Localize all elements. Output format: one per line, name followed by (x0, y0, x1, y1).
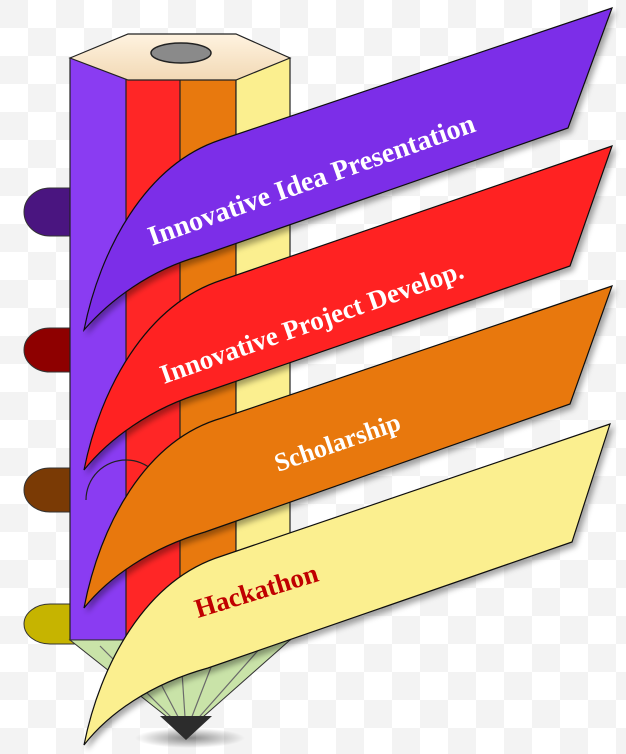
banner-scholarship: Scholarship (83, 285, 613, 609)
pencil-tip-lead (160, 716, 212, 740)
pencil-top (68, 33, 292, 81)
banner-shape-4 (83, 423, 611, 746)
banner-shape-2 (83, 145, 613, 471)
side-tab-4 (23, 603, 77, 645)
side-tab-3 (23, 467, 77, 513)
banner-shape-1 (82, 7, 613, 333)
pencil-top-lead (150, 42, 212, 64)
banners: Innovative Idea Presentation Innovative … (82, 7, 613, 746)
side-tab-1 (23, 187, 77, 237)
banner-hackathon: Hackathon (83, 423, 611, 746)
banner-shape-3 (83, 285, 613, 609)
side-tab-2 (23, 327, 77, 373)
pencil-tip-shadow (135, 728, 245, 748)
side-tabs (23, 187, 77, 645)
